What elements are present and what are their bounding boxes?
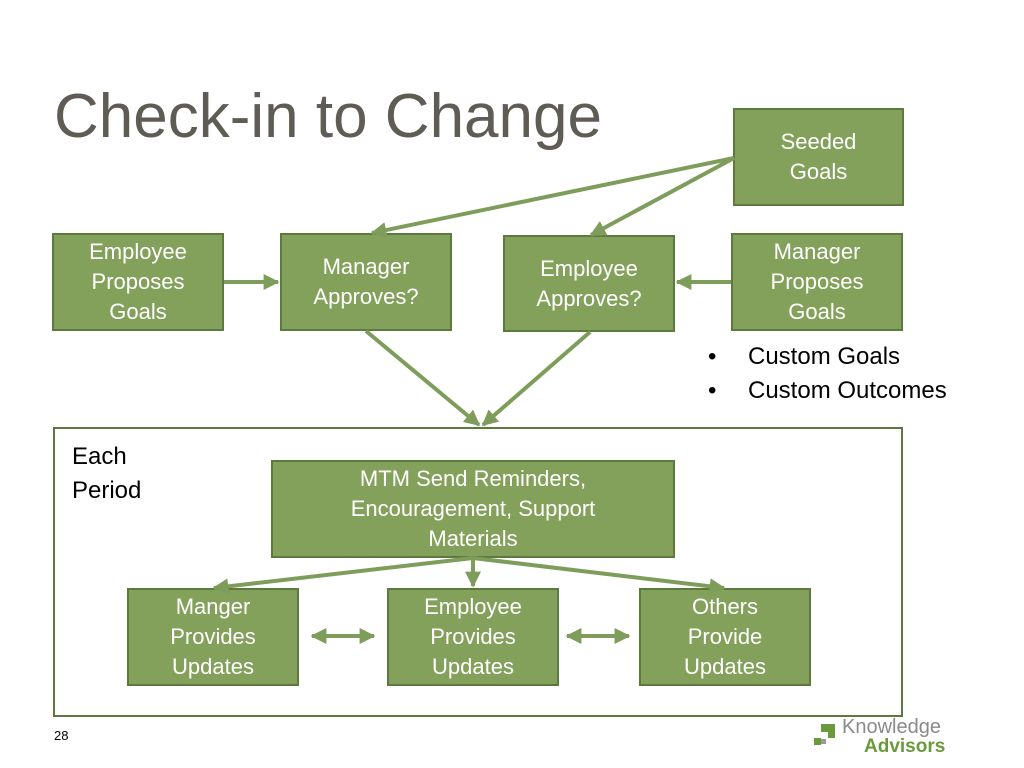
employee-approves-label: Employee Approves? bbox=[536, 255, 642, 311]
seeded-goals-box: Seeded Goals bbox=[733, 108, 904, 206]
arrow-employee-approves-to-period bbox=[481, 330, 592, 427]
arrow-seeded-to-manager-approves bbox=[370, 156, 735, 238]
bullet-text: Custom Outcomes bbox=[748, 377, 947, 404]
bullet-text: Custom Goals bbox=[748, 343, 901, 370]
manager-proposes-goals-label: Manager Proposes Goals bbox=[770, 239, 864, 324]
manager-provides-updates-box: Manger Provides Updates bbox=[127, 588, 299, 686]
bullet-dot: • bbox=[708, 343, 717, 370]
custom-bullets-list: • Custom Goals • Custom Outcomes bbox=[708, 340, 947, 408]
employee-provides-updates-box: Employee Provides Updates bbox=[387, 588, 559, 686]
arrow-manager-approves-to-period bbox=[364, 329, 481, 427]
others-provide-updates-label: Others Provide Updates bbox=[684, 594, 766, 679]
manager-proposes-goals-box: Manager Proposes Goals bbox=[731, 233, 903, 331]
slide-title: Check-in to Change bbox=[54, 82, 602, 151]
logo-mark-icon bbox=[814, 724, 835, 745]
mtm-reminders-box: MTM Send Reminders, Encouragement, Suppo… bbox=[271, 460, 675, 558]
bullet-item: • Custom Outcomes bbox=[708, 374, 947, 408]
manager-approves-box: Manager Approves? bbox=[280, 233, 452, 331]
bullet-item: • Custom Goals bbox=[708, 340, 947, 374]
arrow-mtm-to-manager-updates bbox=[212, 556, 474, 595]
logo-text-knowledge: Knowledge bbox=[842, 716, 941, 738]
employee-proposes-goals-box: Employee Proposes Goals bbox=[52, 233, 224, 331]
arrow-mtm-to-others-updates bbox=[472, 556, 726, 595]
page-number: 28 bbox=[54, 728, 69, 743]
each-period-label: Each Period bbox=[72, 443, 142, 504]
employee-provides-updates-label: Employee Provides Updates bbox=[424, 594, 522, 679]
knowledge-advisors-logo: Knowledge Advisors bbox=[812, 716, 992, 757]
employee-proposes-goals-label: Employee Proposes Goals bbox=[89, 239, 187, 324]
others-provide-updates-box: Others Provide Updates bbox=[639, 588, 811, 686]
arrow-seeded-to-employee-approves bbox=[589, 156, 735, 237]
employee-approves-box: Employee Approves? bbox=[503, 235, 675, 332]
logo-text-advisors: Advisors bbox=[864, 736, 946, 757]
mtm-reminders-label: MTM Send Reminders, Encouragement, Suppo… bbox=[350, 466, 596, 551]
manager-approves-label: Manager Approves? bbox=[313, 254, 419, 309]
manager-provides-updates-label: Manger Provides Updates bbox=[170, 594, 256, 679]
seeded-goals-label: Seeded Goals bbox=[780, 129, 857, 184]
bullet-dot: • bbox=[708, 377, 717, 404]
